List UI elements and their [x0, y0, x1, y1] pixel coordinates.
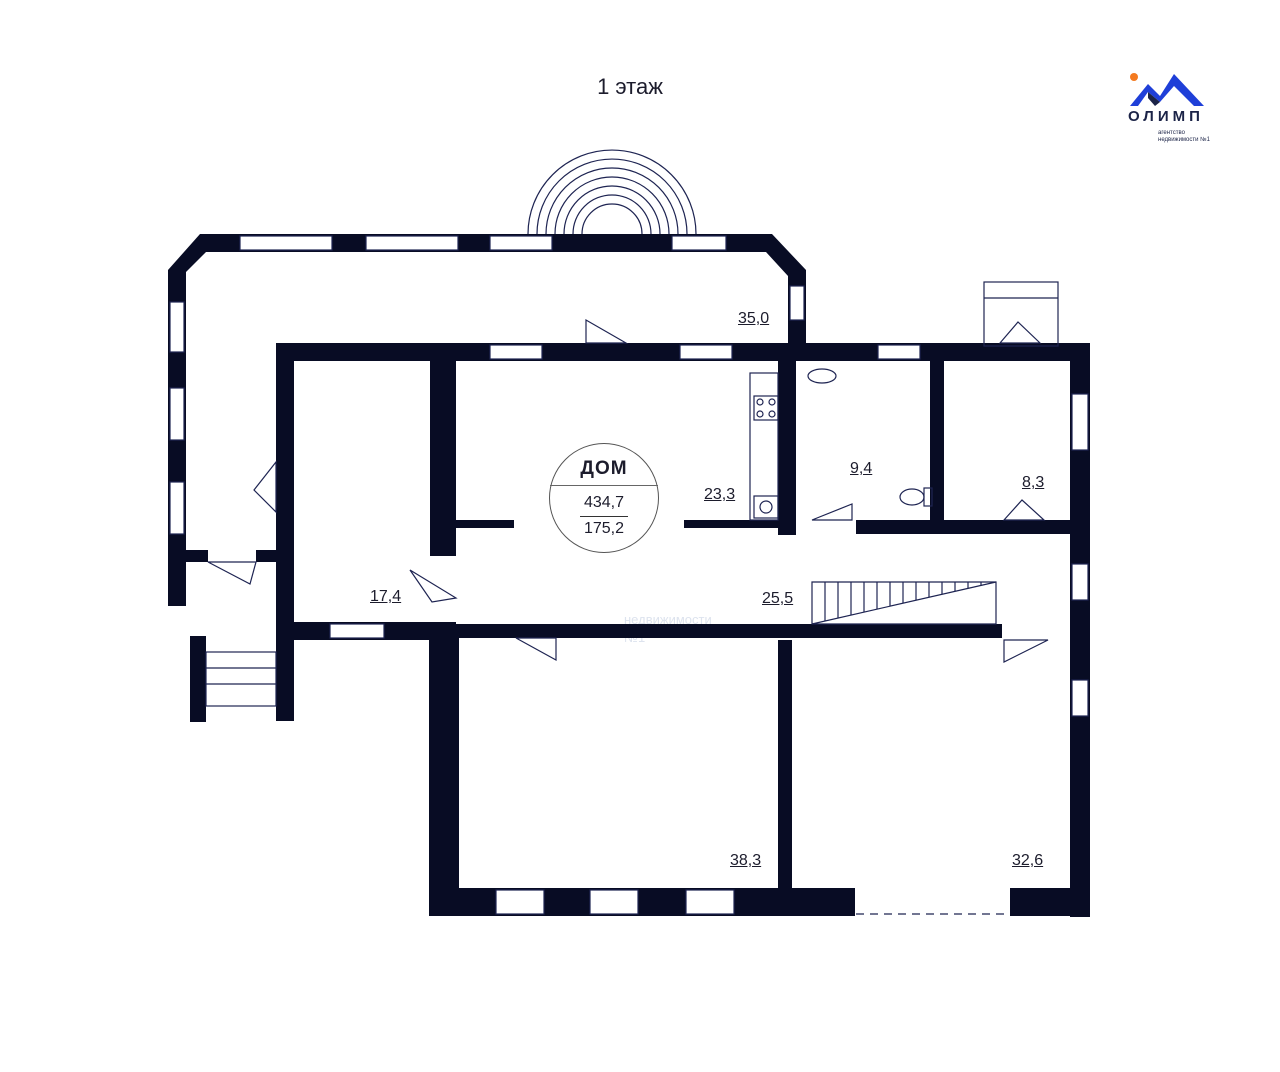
window-room-left-3 [685, 889, 735, 915]
kitchen-wall-right [684, 520, 784, 528]
room-area-room-right: 32,6 [1012, 852, 1044, 869]
bay-arc [563, 185, 661, 235]
room-area-utility: 8,3 [1022, 474, 1045, 491]
bath-wall-bottom [856, 520, 1070, 534]
rooms-divider [778, 640, 792, 888]
window-terrace-4 [671, 235, 727, 251]
door-room-right [1003, 639, 1049, 663]
door-terrace [253, 460, 277, 514]
hall-wall-bottom [456, 624, 1002, 638]
porch-post-right [256, 550, 294, 562]
toilet [899, 488, 925, 506]
window-terrace-left-3 [169, 481, 185, 535]
bay-arc [554, 176, 670, 235]
window-vestibule [329, 623, 385, 639]
window-terrace-3 [489, 235, 553, 251]
staircase [811, 581, 997, 625]
window-room-right [1071, 679, 1089, 717]
door-utility [1002, 499, 1046, 521]
bay-arc [527, 149, 697, 235]
window-terrace-1 [239, 235, 333, 251]
porch-post-left [168, 550, 208, 562]
stove [753, 395, 779, 421]
porch-wall-left [190, 636, 206, 722]
door-kitchen [585, 318, 629, 344]
bath-wall-left [778, 361, 796, 535]
utility-wall-left [930, 361, 944, 531]
vestibule-wall-right [430, 361, 456, 556]
door-porch [207, 561, 257, 585]
house-total-area: 434,7 [583, 494, 625, 511]
fixtures [205, 149, 1059, 915]
walls [168, 234, 1090, 917]
room-area-vestibule: 17,4 [370, 588, 402, 605]
house-wall-bottom-right [1010, 888, 1090, 916]
room-area-room-left: 38,3 [730, 852, 762, 869]
kitchen-sink [753, 495, 779, 519]
watermark: недвижимости [624, 612, 712, 627]
bay-arc [545, 167, 679, 235]
bay-arc [581, 203, 643, 235]
house-label: ДОМ [580, 458, 628, 479]
room-left-wall-left [429, 626, 459, 916]
room-area-kitchen: 23,3 [704, 486, 736, 503]
door-vestibule [409, 569, 458, 603]
window-terrace-left-2 [169, 387, 185, 441]
bay-arc [572, 194, 652, 235]
porch-steps [205, 651, 277, 707]
house-wall-left [276, 343, 294, 721]
kitchen-counter [749, 372, 779, 521]
room-area-terrace: 35,0 [738, 310, 770, 327]
room-area-hall: 25,5 [762, 590, 794, 607]
window-terrace-left-1 [169, 301, 185, 353]
door-utility-entrance [998, 321, 1042, 344]
window-kitchen-2 [679, 344, 733, 360]
house-badge: ДОМ 434,7 175,2 [549, 443, 659, 553]
window-kitchen-1 [489, 344, 543, 360]
window-room-left-2 [589, 889, 639, 915]
room-area-bathroom: 9,4 [850, 460, 873, 477]
window-bath [877, 344, 921, 360]
window-terrace-2 [365, 235, 459, 251]
kitchen-wall-left [456, 520, 514, 528]
door-room-left [515, 637, 557, 662]
logo-tagline: агентство недвижимости №1 [1158, 130, 1210, 143]
house-floor-area: 175,2 [583, 520, 625, 537]
wash-basin [807, 368, 837, 384]
door-bath [811, 503, 853, 521]
window-room-left-1 [495, 889, 545, 915]
window-utility [1071, 393, 1089, 451]
window-hall-right [1071, 563, 1089, 601]
bay-arc [536, 158, 688, 235]
house-wall-right [1070, 343, 1090, 917]
floor-title: 1 этаж [597, 74, 663, 99]
window-terrace-right [789, 285, 805, 321]
windows [169, 235, 1089, 915]
bay-window-arcs [527, 149, 697, 235]
olimp-logo-icon [1130, 73, 1204, 106]
house-wall-bottom-left [429, 888, 855, 916]
logo-name: ОЛИМП [1128, 108, 1204, 125]
entrance-canopy [983, 281, 1059, 347]
